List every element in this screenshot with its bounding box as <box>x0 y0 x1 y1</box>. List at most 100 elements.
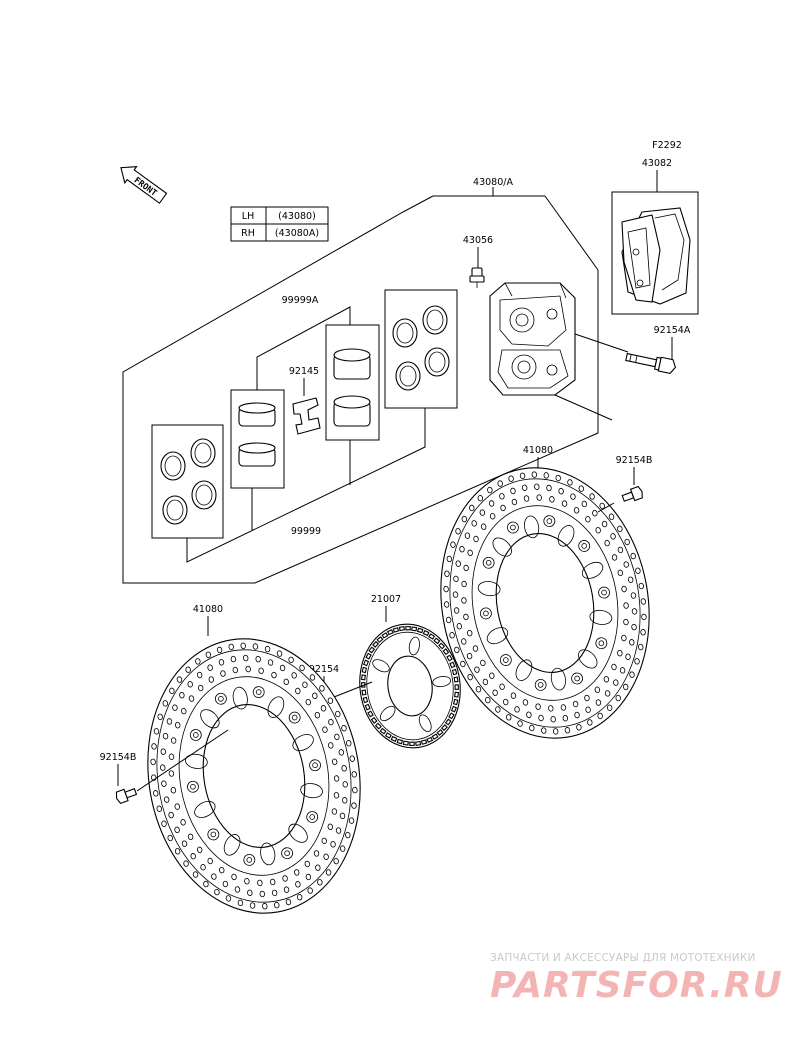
drill-hole <box>295 687 301 695</box>
drill-hole <box>302 681 308 688</box>
drill-hole <box>629 671 635 678</box>
drill-hole <box>163 796 170 803</box>
drill-hole <box>157 713 163 721</box>
floating-button <box>499 654 512 666</box>
rotor-tooth <box>392 627 400 633</box>
rotor-window <box>432 676 452 688</box>
bleeder-valve-part <box>469 267 485 288</box>
drill-hole <box>517 720 523 727</box>
drill-hole <box>466 652 473 660</box>
drill-hole <box>351 802 357 809</box>
rotor-tooth <box>364 703 371 711</box>
watermark-caption: ЗАПЧАСТИ И АКСЕССУАРЫ ДЛЯ МОТОТЕХНИКИ <box>490 952 756 964</box>
drill-hole <box>538 714 544 722</box>
drill-hole <box>160 764 166 771</box>
drill-hole <box>611 663 617 671</box>
table-row-1-side: LH <box>242 211 254 222</box>
drill-hole <box>317 879 323 886</box>
drill-hole <box>207 857 213 865</box>
drill-hole <box>634 658 640 665</box>
drill-hole <box>603 676 610 683</box>
drill-hole <box>641 613 647 621</box>
drill-hole <box>552 728 559 735</box>
drill-hole <box>330 841 336 848</box>
rotor-tooth <box>438 642 446 650</box>
drill-hole <box>613 679 619 686</box>
drill-hole <box>328 742 334 749</box>
drill-hole <box>488 500 495 507</box>
label-kit-lower: 99999 <box>291 526 321 537</box>
drill-hole <box>514 706 520 713</box>
drill-hole <box>617 525 623 533</box>
rotor-tooth <box>365 652 372 660</box>
drill-hole <box>594 686 601 693</box>
rotor-tooth <box>446 654 453 662</box>
drill-hole <box>587 719 593 726</box>
drill-hole <box>625 653 631 660</box>
floating-button <box>288 711 301 724</box>
drill-hole <box>502 698 509 706</box>
floating-button <box>309 759 321 772</box>
drill-hole <box>255 656 261 663</box>
rotor-tooth <box>370 716 378 724</box>
drill-hole <box>604 539 610 547</box>
drill-hole <box>271 889 278 897</box>
rotor-tooth <box>420 739 428 745</box>
label-kit-upper: 99999A <box>282 295 319 306</box>
rotor-tooth <box>360 674 366 681</box>
floating-button <box>543 515 556 528</box>
drill-hole <box>288 656 294 664</box>
drill-hole <box>203 880 209 888</box>
drill-hole <box>627 576 634 583</box>
floating-button <box>595 637 608 650</box>
floating-button <box>189 729 202 741</box>
drill-hole <box>196 671 203 679</box>
disc-holes <box>150 642 358 910</box>
drill-hole <box>495 706 501 713</box>
label-bleeder: 43056 <box>463 235 493 246</box>
drill-hole <box>461 515 468 523</box>
drill-hole <box>200 864 206 871</box>
drill-hole <box>342 781 348 788</box>
drill-hole <box>621 585 627 593</box>
drill-hole <box>187 833 194 841</box>
drill-hole <box>228 643 234 651</box>
drill-hole <box>351 771 357 778</box>
drill-hole <box>536 494 542 501</box>
drill-hole <box>584 694 590 702</box>
drill-hole <box>640 598 647 605</box>
drill-hole <box>339 845 346 852</box>
drill-hole <box>471 520 477 527</box>
drill-hole <box>570 493 576 500</box>
spoke-slot <box>578 649 598 669</box>
drill-hole <box>443 601 450 608</box>
drill-hole <box>169 687 175 695</box>
drill-hole <box>463 564 469 572</box>
drill-hole <box>492 689 498 697</box>
diagram-code: F2292 <box>652 140 682 151</box>
label-caliper-assy: 43080/A <box>473 177 513 188</box>
floating-button <box>252 686 265 699</box>
drill-hole <box>475 686 482 693</box>
drill-hole <box>225 895 232 902</box>
drill-hole <box>161 780 167 787</box>
drill-hole <box>349 755 356 762</box>
drill-hole <box>312 692 318 700</box>
label-bolt-disc-left: 92154B <box>100 752 137 763</box>
disc-bolts <box>477 515 613 691</box>
seal-ring-part <box>392 305 450 391</box>
drill-hole <box>345 831 351 839</box>
drill-hole <box>197 684 204 692</box>
spoke-slot <box>486 627 509 645</box>
brake-disc-right-part <box>440 467 650 739</box>
drill-hole <box>211 873 217 880</box>
rotor-window <box>408 636 420 656</box>
table-row-1-number: (43080) <box>278 211 316 222</box>
drill-hole <box>619 667 626 674</box>
drill-hole <box>192 871 199 878</box>
drill-hole <box>214 888 220 896</box>
drill-hole <box>295 881 301 888</box>
drill-hole <box>174 826 180 834</box>
drill-hole <box>313 850 320 857</box>
rotor-window <box>379 705 396 722</box>
